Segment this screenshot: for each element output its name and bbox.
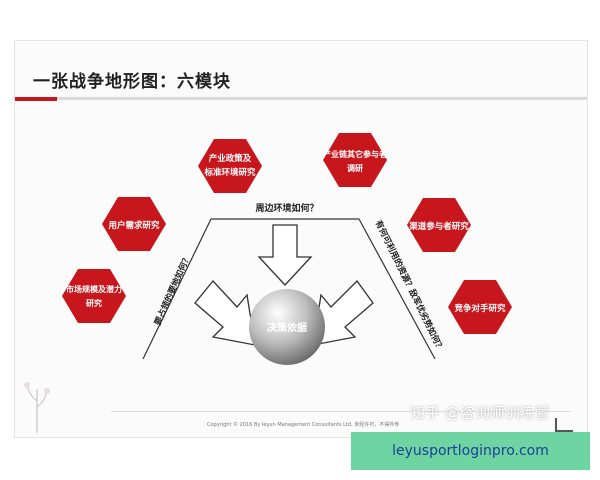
hexagon-channel-line1: 渠道参与者研究 xyxy=(409,221,469,232)
hexagon-policy-line2: 标准环境研究 xyxy=(203,167,256,178)
decision-sphere xyxy=(249,289,325,365)
hexagon-user: 用户需求研究 xyxy=(102,197,166,251)
hexagon-policy-line1: 产业政策及 xyxy=(209,153,252,164)
hexagon-chain-line1: 产业链其它参与者 xyxy=(323,149,387,159)
center-label: 决策依据 xyxy=(267,321,307,334)
plant-decoration-icon xyxy=(24,382,50,433)
title-divider xyxy=(15,97,587,100)
slide-title: 一张战争地形图：六模块 xyxy=(33,72,231,92)
title-accent-bar xyxy=(15,97,57,101)
hexagon-market: 市场规模及潜力 研究 xyxy=(62,269,126,323)
left-question: 要占领的要地如何？ xyxy=(152,253,193,327)
watermark-text: 知乎 @咨询师训练营 xyxy=(410,404,550,422)
hexagon-competitor-line1: 竞争对手研究 xyxy=(453,303,506,314)
footer-divider xyxy=(111,411,571,412)
corner-mark-icon xyxy=(555,418,573,432)
left-guide-line xyxy=(142,218,212,360)
hexagon-channel: 渠道参与者研究 xyxy=(407,198,471,252)
hexagon-competitor: 竞争对手研究 xyxy=(448,280,512,334)
hexagon-policy: 产业政策及 标准环境研究 xyxy=(198,139,262,193)
slide: 一张战争地形图：六模块 产业政策及 标准环境研究 产业链其它参与者 调研 用户需… xyxy=(14,40,588,438)
arrow-down-icon xyxy=(257,224,313,286)
hexagon-market-line1: 市场规模及潜力 xyxy=(66,284,122,294)
six-module-diagram: 产业政策及 标准环境研究 产业链其它参与者 调研 用户需求研究 渠道参与者研究 … xyxy=(24,133,512,433)
hexagon-chain-line2: 调研 xyxy=(347,163,363,173)
copyright-text: Copyright © 2016 By Ieyun Management Con… xyxy=(207,422,400,428)
right-guide-line xyxy=(358,218,436,360)
arrow-right-diagonal-icon xyxy=(194,280,256,346)
hexagon-user-line1: 用户需求研究 xyxy=(107,220,160,231)
url-banner-text: leyusportloginpro.com xyxy=(392,443,549,459)
url-banner[interactable]: leyusportloginpro.com xyxy=(351,432,590,470)
hexagon-chain: 产业链其它参与者 调研 xyxy=(323,133,387,187)
top-question: 周边环境如何？ xyxy=(255,202,318,214)
hexagon-market-line2: 研究 xyxy=(86,298,102,308)
